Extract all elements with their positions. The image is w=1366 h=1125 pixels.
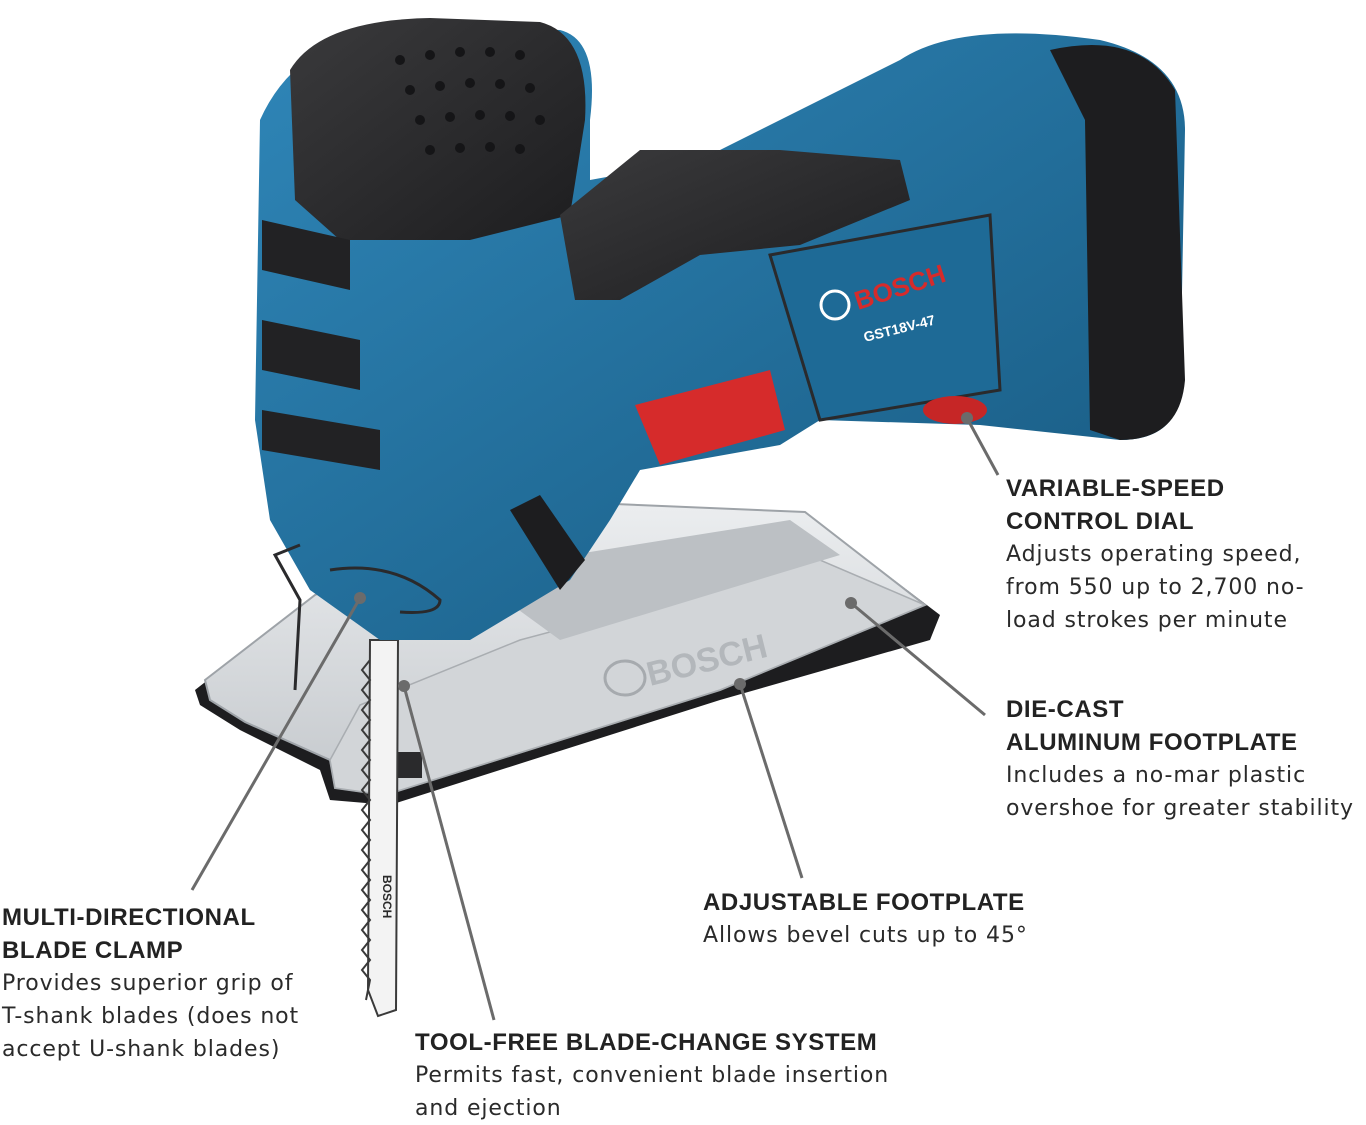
callout-title: DIE-CAST ALUMINUM FOOTPLATE xyxy=(1006,696,1298,756)
callout-description: Includes a no-mar plastic overshoe for g… xyxy=(1006,763,1354,821)
callout-title: ADJUSTABLE FOOTPLATE xyxy=(703,889,1025,916)
callout-description: Provides superior grip of T-shank blades… xyxy=(2,971,300,1062)
callout-title: MULTI-DIRECTIONAL BLADE CLAMP xyxy=(2,904,256,964)
callout-description: Adjusts operating speed, from 550 up to … xyxy=(1006,542,1305,633)
leader-line-speed-dial xyxy=(965,417,1000,476)
callout-description: Allows bevel cuts up to 45° xyxy=(703,923,1028,948)
callout-speed-dial: VARIABLE-SPEED CONTROL DIAL Adjusts oper… xyxy=(1006,472,1304,637)
leader-line-die-cast xyxy=(850,601,986,717)
leader-line-adjustable xyxy=(738,683,804,879)
leader-lines xyxy=(190,412,1000,1021)
grip-dots xyxy=(395,47,545,155)
leader-line-blade-clamp xyxy=(190,597,362,891)
speed-dial xyxy=(923,396,987,424)
lock-off-switch xyxy=(635,370,785,465)
callout-description: Permits fast, convenient blade insertion… xyxy=(415,1063,890,1121)
saw-blade: BOSCH xyxy=(360,639,400,1018)
callout-blade-clamp: MULTI-DIRECTIONAL BLADE CLAMP Provides s… xyxy=(2,901,299,1066)
callout-die-cast-footplate: DIE-CAST ALUMINUM FOOTPLATE Includes a n… xyxy=(1006,693,1354,825)
callout-blade-change: TOOL-FREE BLADE-CHANGE SYSTEM Permits fa… xyxy=(415,1026,889,1125)
leader-line-blade-change xyxy=(402,685,496,1021)
callout-adjustable-footplate: ADJUSTABLE FOOTPLATE Allows bevel cuts u… xyxy=(703,886,1028,952)
blade-brand-text: BOSCH xyxy=(380,875,394,918)
tool-body: BOSCH GST18V-47 xyxy=(255,18,1185,691)
callout-title: TOOL-FREE BLADE-CHANGE SYSTEM xyxy=(415,1029,878,1056)
callout-title: VARIABLE-SPEED CONTROL DIAL xyxy=(1006,475,1225,535)
